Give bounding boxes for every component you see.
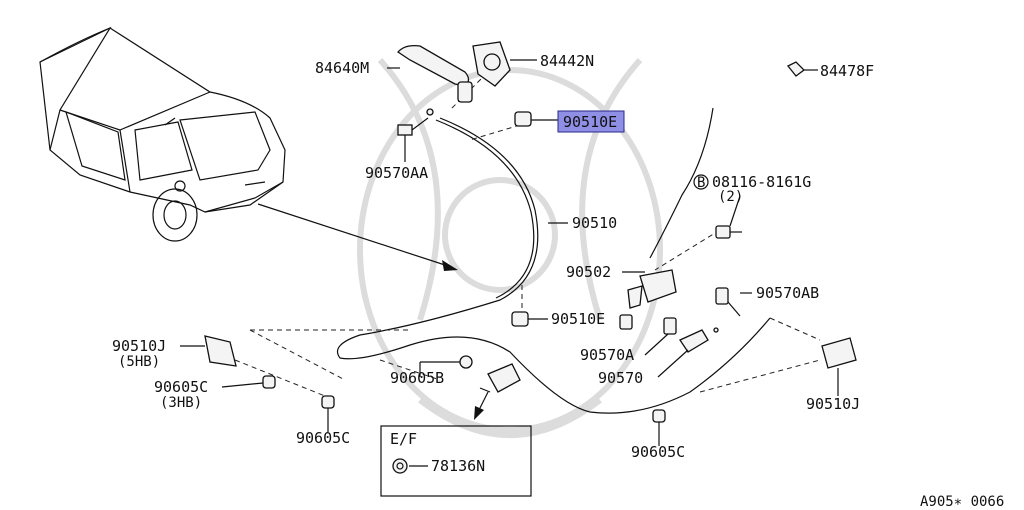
callout-3HB: (3HB)	[160, 395, 202, 411]
callout-84478F[interactable]: 84478F	[820, 62, 874, 80]
clip-90605B	[459, 355, 473, 369]
figure-code: A905∗ 0066	[920, 494, 1004, 510]
cover-90510J-left	[204, 335, 237, 367]
plug-84478F	[786, 61, 805, 77]
lock-90502	[619, 269, 677, 330]
clip-90605C-left	[262, 375, 276, 389]
cover-90510J-right	[821, 337, 857, 369]
inset-title: E/F	[390, 430, 417, 448]
callout-90510E-top[interactable]: 90510E	[563, 113, 617, 131]
vehicle-illustration	[39, 26, 286, 242]
opener-rod	[649, 107, 714, 259]
assembly-lines	[234, 59, 821, 401]
clip-90605C-bottom	[321, 395, 335, 409]
callout-90605C-center[interactable]: 90605C	[631, 443, 685, 461]
callout-5HB: (5HB)	[118, 354, 160, 370]
callout-84640M[interactable]: 84640M	[315, 59, 369, 77]
callout-90510J-right[interactable]: 90510J	[806, 395, 860, 413]
handle-84640M	[397, 44, 473, 103]
inset-box: E/F 78136N	[380, 425, 532, 497]
callout-90605C-bottom[interactable]: 90605C	[296, 429, 350, 447]
bolt-90570AA	[397, 108, 434, 136]
callout-90605C-left[interactable]: 90605C	[154, 378, 208, 396]
clip-90510E-mid	[511, 311, 529, 327]
callout-90605B[interactable]: 90605B	[390, 369, 444, 387]
bezel-84442N	[472, 41, 511, 87]
callout-90510[interactable]: 90510	[572, 214, 617, 232]
callout-90510J-left[interactable]: 90510J	[112, 337, 166, 355]
callout-leaders	[180, 59, 839, 446]
bolt-symbol-letter: B	[697, 175, 705, 191]
callout-90570AB[interactable]: 90570AB	[756, 284, 819, 302]
adjuster-fitting	[474, 363, 521, 420]
grommet-78136N	[392, 458, 408, 474]
clip-90510E-top	[514, 111, 532, 127]
bolt-90570AB	[715, 287, 741, 317]
bolt-08116	[715, 225, 742, 239]
pointer-arrow	[257, 203, 458, 271]
bracket-90570A	[663, 317, 677, 335]
callout-08116-8161G[interactable]: 08116-8161G	[712, 173, 811, 191]
callout-90502[interactable]: 90502	[566, 263, 611, 281]
inset-part-78136N[interactable]: 78136N	[431, 457, 485, 475]
callout-90570[interactable]: 90570	[598, 369, 643, 387]
callout-90570A[interactable]: 90570A	[580, 346, 634, 364]
striker-90570	[679, 327, 719, 353]
release-cable	[336, 117, 771, 414]
callout-90510E-mid[interactable]: 90510E	[551, 310, 605, 328]
callout-bolt-qty: (2)	[718, 189, 743, 205]
clip-90605C-center	[652, 409, 666, 423]
highlight-box	[557, 110, 625, 133]
callout-84442N[interactable]: 84442N	[540, 52, 594, 70]
callout-90570AA[interactable]: 90570AA	[365, 164, 428, 182]
bolt-symbol	[693, 174, 709, 190]
